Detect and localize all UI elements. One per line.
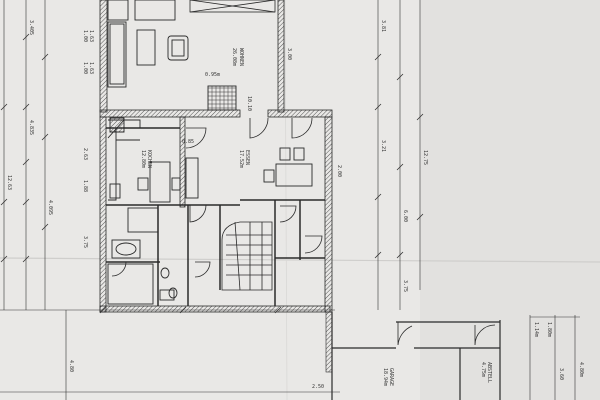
interior-walls xyxy=(106,127,325,306)
room-area-abstell: 4.75m xyxy=(480,362,486,377)
kitchen-counter xyxy=(107,117,159,233)
garage-walls xyxy=(331,312,501,400)
garage-wall-hatch xyxy=(325,311,333,373)
dining-furniture xyxy=(137,147,313,203)
dim-label: 1.00 xyxy=(82,30,88,42)
dim-label: 3.75 xyxy=(402,280,408,292)
room-label-kochen: KOCHEN xyxy=(146,150,152,168)
dim-label: 6.00 xyxy=(402,210,408,222)
dim-label: 1.00 xyxy=(82,62,88,74)
door-swings xyxy=(111,117,496,346)
dim-label: 0.95m xyxy=(205,72,220,78)
dim-label: 12.75 xyxy=(422,150,428,165)
dim-label: 4.80 xyxy=(68,360,74,372)
dim-label: 2.00 xyxy=(336,165,342,177)
dim-label: 3.75 xyxy=(82,236,88,248)
living-furniture xyxy=(107,0,189,88)
fireplace-tiles xyxy=(207,85,237,111)
dim-label: 1.14m xyxy=(533,322,539,337)
room-area-garage: 18.94m xyxy=(382,368,388,386)
paper-shadow-right xyxy=(420,0,600,400)
dim-label: 3.81 xyxy=(380,20,386,32)
room-area-kochen: 12.80m xyxy=(140,150,146,168)
room-label-wohnen: WOHNEN xyxy=(238,48,244,66)
dim-label: 3.60 xyxy=(558,368,564,380)
dim-label: 3.00 xyxy=(286,48,292,60)
room-area-essen: 17.52m xyxy=(238,150,244,168)
dim-label: 3.21 xyxy=(380,140,386,152)
dim-label: 12.63 xyxy=(6,175,12,190)
north-window xyxy=(189,0,276,13)
dimension-ticks xyxy=(0,33,424,314)
dim-label: 1.88 xyxy=(82,180,88,192)
room-label-abstell: ABSTELL xyxy=(486,362,492,383)
exterior-walls xyxy=(99,0,333,313)
bathroom-fixtures xyxy=(107,239,178,305)
dim-label: 4.80m xyxy=(578,362,584,377)
dim-label: 1.80m xyxy=(546,322,552,337)
dim-label: 2.63 xyxy=(82,148,88,160)
dim-label: 4.835 xyxy=(28,120,34,135)
staircase xyxy=(221,221,273,291)
dimension-lines xyxy=(0,0,580,400)
dim-label: 1.63 xyxy=(88,30,94,42)
dim-label: 10.10 xyxy=(246,96,252,111)
room-label-garage: GARAGE xyxy=(388,368,394,386)
dim-label: 1.63 xyxy=(88,62,94,74)
dim-label: 4.095 xyxy=(47,200,53,215)
dim-label: 0.85 xyxy=(182,139,194,145)
dim-label: 3.405 xyxy=(28,20,34,35)
room-label-essen: ESSEN xyxy=(244,150,250,165)
room-area-wohnen: 26.08m xyxy=(231,48,237,66)
dim-label: 2.50 xyxy=(312,384,324,390)
